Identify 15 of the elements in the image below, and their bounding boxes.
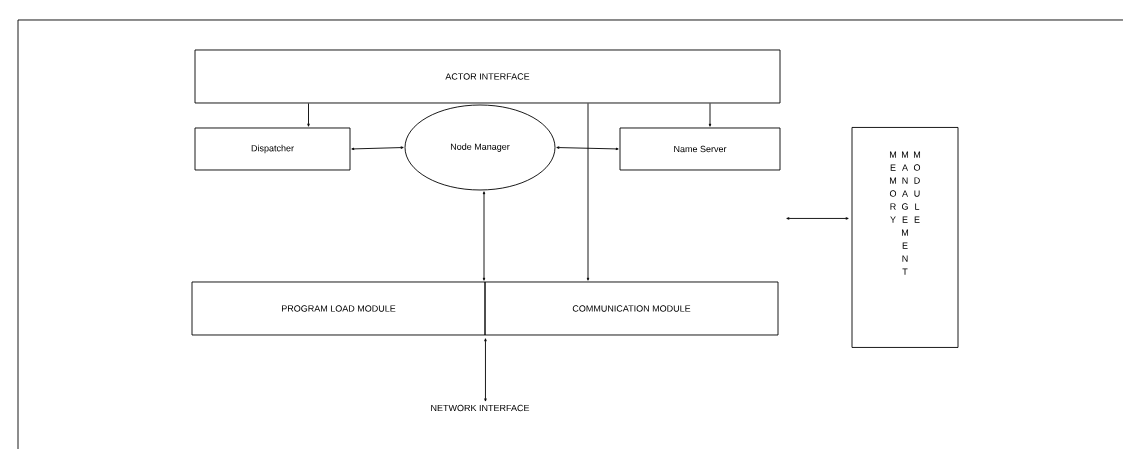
module-box: MEMORY MANAGEMENT MODULE	[851, 127, 959, 348]
arrow	[307, 103, 310, 127]
module-box: COMMUNICATION MODULE	[484, 281, 779, 336]
module-box: PROGRAM LOAD MODULE	[191, 281, 486, 336]
arrow	[484, 338, 487, 402]
arrow	[556, 146, 619, 151]
arrow	[786, 217, 849, 220]
arrow	[482, 191, 486, 281]
arrow	[586, 103, 590, 281]
arrow	[351, 146, 404, 151]
process-box: Dispatcher	[194, 127, 351, 171]
arrow	[708, 103, 712, 127]
interface-box: ACTOR INTERFACE	[194, 49, 781, 104]
process-box: Name Server	[619, 127, 781, 171]
interface-label: NETWORK INTERFACE	[431, 404, 530, 412]
